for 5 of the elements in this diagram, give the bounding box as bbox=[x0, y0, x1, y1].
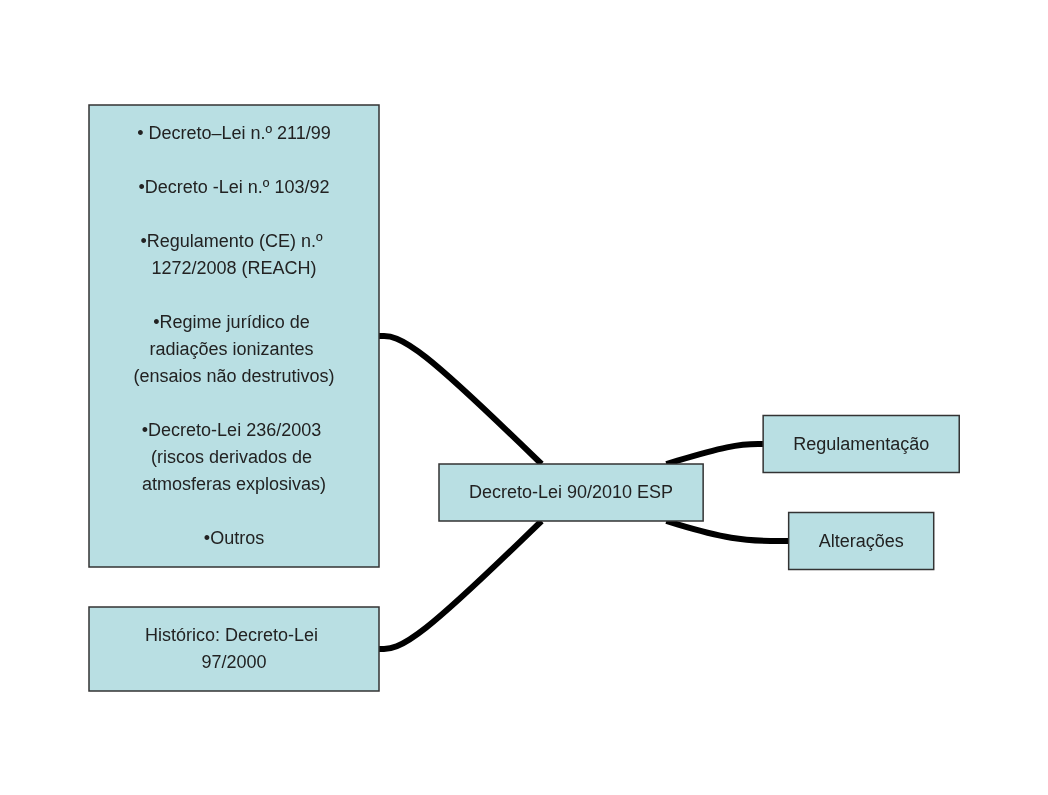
node-box: Decreto-Lei 90/2010 ESP bbox=[438, 462, 704, 522]
node-box: • Decreto–Lei n.º 211/99 •Decreto -Lei n.º 103/92 •Regulamento (CE) n.º 1272/2008 (REACH) •Regime jurídico de radiações ionizantes (ensaios não destrutivos) •Decreto-Lei 236/2003 (riscos derivados de atmosferas explosivas) •Outros bbox=[88, 103, 380, 568]
node-box: Regulamentação bbox=[762, 414, 960, 473]
node-box: Histórico: Decreto-Lei 97/2000 bbox=[88, 605, 380, 692]
node-box: Alterações bbox=[787, 511, 935, 570]
